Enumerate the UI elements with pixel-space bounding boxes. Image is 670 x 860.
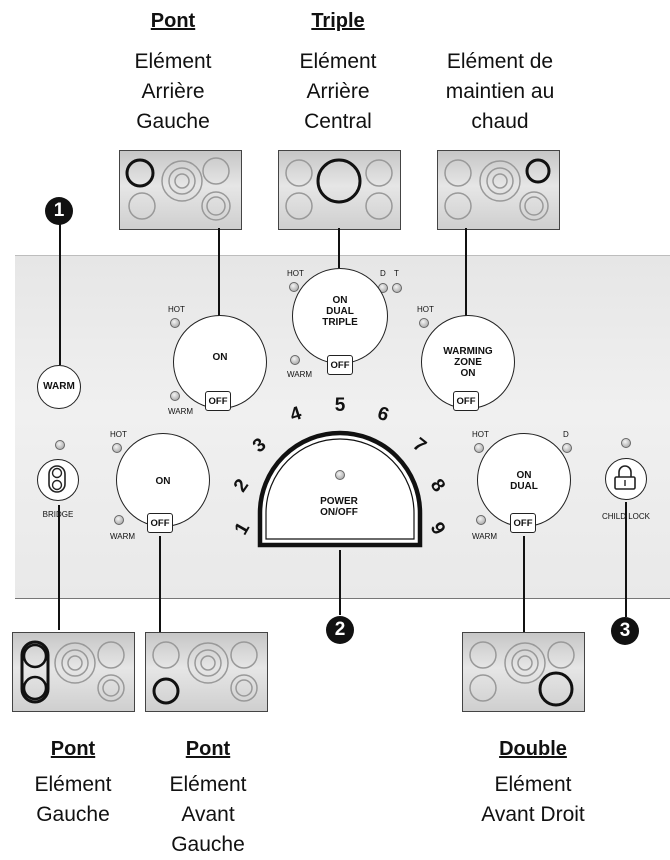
cooktop-warming-zone-diagram [437,150,560,230]
rear-left-hot-label: HOT [168,305,185,314]
front-left-hot-label: HOT [110,430,127,439]
connector-line [339,550,341,615]
child-lock-label: CHILD LOCK [601,512,650,521]
bridge-label: BRIDGE [42,510,74,519]
front-left-warm-indicator [114,515,124,525]
front-left-warm-label: WARM [110,532,136,541]
rear-center-d-label: D [380,269,386,278]
warming-hot-indicator [419,318,429,328]
bridge-indicator [55,440,65,450]
warm-button[interactable]: WARM [37,365,81,409]
left-title: Pont [50,738,96,760]
rear-center-off-button[interactable]: OFF [327,355,353,375]
rear-center-title: Triple [311,10,365,32]
rear-center-t-indicator [392,283,402,293]
warming-zone-knob-label: WARMING ZONE ON [443,346,493,379]
rear-left-hot-indicator [170,318,180,328]
lock-icon [614,465,636,490]
rear-center-hot-indicator [289,282,299,292]
rear-left-knob-label: ON [212,352,228,363]
rear-center-t-label: T [394,269,399,278]
warm-button-label: WARM [43,381,75,392]
cooktop-front-left-diagram [145,632,268,712]
rear-left-warm-indicator [170,391,180,401]
front-right-warm-indicator [476,515,486,525]
callout-2: 2 [326,616,354,644]
warming-hot-label: HOT [417,305,434,314]
rear-center-warm-indicator [290,355,300,365]
front-right-d-indicator [562,443,572,453]
front-right-d-label: D [563,430,569,439]
rear-center-knob-label: ON DUAL TRIPLE [322,295,358,328]
cooktop-rear-center-diagram [278,150,401,230]
front-left-title: Pont [185,738,231,760]
connector-line [159,536,161,632]
bridge-icon [48,465,66,493]
cooktop-left-bridge-diagram [12,632,135,712]
connector-line [218,228,220,316]
child-lock-indicator [621,438,631,448]
warming-zone-desc: Elément de maintien au chaud [445,50,555,133]
callout-1: 1 [45,197,73,225]
front-left-desc: Elément Avant Gauche [169,773,247,856]
front-left-knob[interactable]: ON [116,433,210,527]
rear-center-hot-label: HOT [287,269,304,278]
front-right-knob-label: ON DUAL [510,470,538,492]
dial-number-5: 5 [334,395,346,416]
rear-center-knob[interactable]: ON DUAL TRIPLE [292,268,388,364]
front-left-off-button[interactable]: OFF [147,513,173,533]
front-left-hot-indicator [112,443,122,453]
connector-line [523,536,525,632]
left-desc: Elément Gauche [34,773,112,826]
power-indicator [335,470,345,480]
connector-line [59,224,61,365]
rear-center-desc: Elément Arrière Central [299,50,377,133]
front-right-desc: Elément Avant Droit [481,773,585,826]
front-left-knob-label: ON [155,476,171,487]
cooktop-rear-left-diagram [119,150,242,230]
power-dial-shape [257,430,423,548]
front-right-off-button[interactable]: OFF [510,513,536,533]
rear-left-warm-label: WARM [168,407,194,416]
rear-left-off-button[interactable]: OFF [205,391,231,411]
front-right-hot-label: HOT [472,430,489,439]
front-right-warm-label: WARM [472,532,498,541]
bridge-button[interactable] [37,459,79,501]
power-dial-label: POWER ON/OFF [320,496,358,518]
front-right-hot-indicator [474,443,484,453]
connector-line [58,505,60,630]
warming-zone-off-button[interactable]: OFF [453,391,479,411]
rear-left-title: Pont [150,10,196,32]
rear-left-desc: Elément Arrière Gauche [134,50,212,133]
rear-center-warm-label: WARM [287,370,313,379]
connector-line [625,502,627,617]
connector-line [465,228,467,316]
cooktop-front-right-diagram [462,632,585,712]
child-lock-button[interactable] [605,458,647,500]
connector-line [338,228,340,268]
front-right-title: Double [499,738,567,760]
callout-3: 3 [611,617,639,645]
